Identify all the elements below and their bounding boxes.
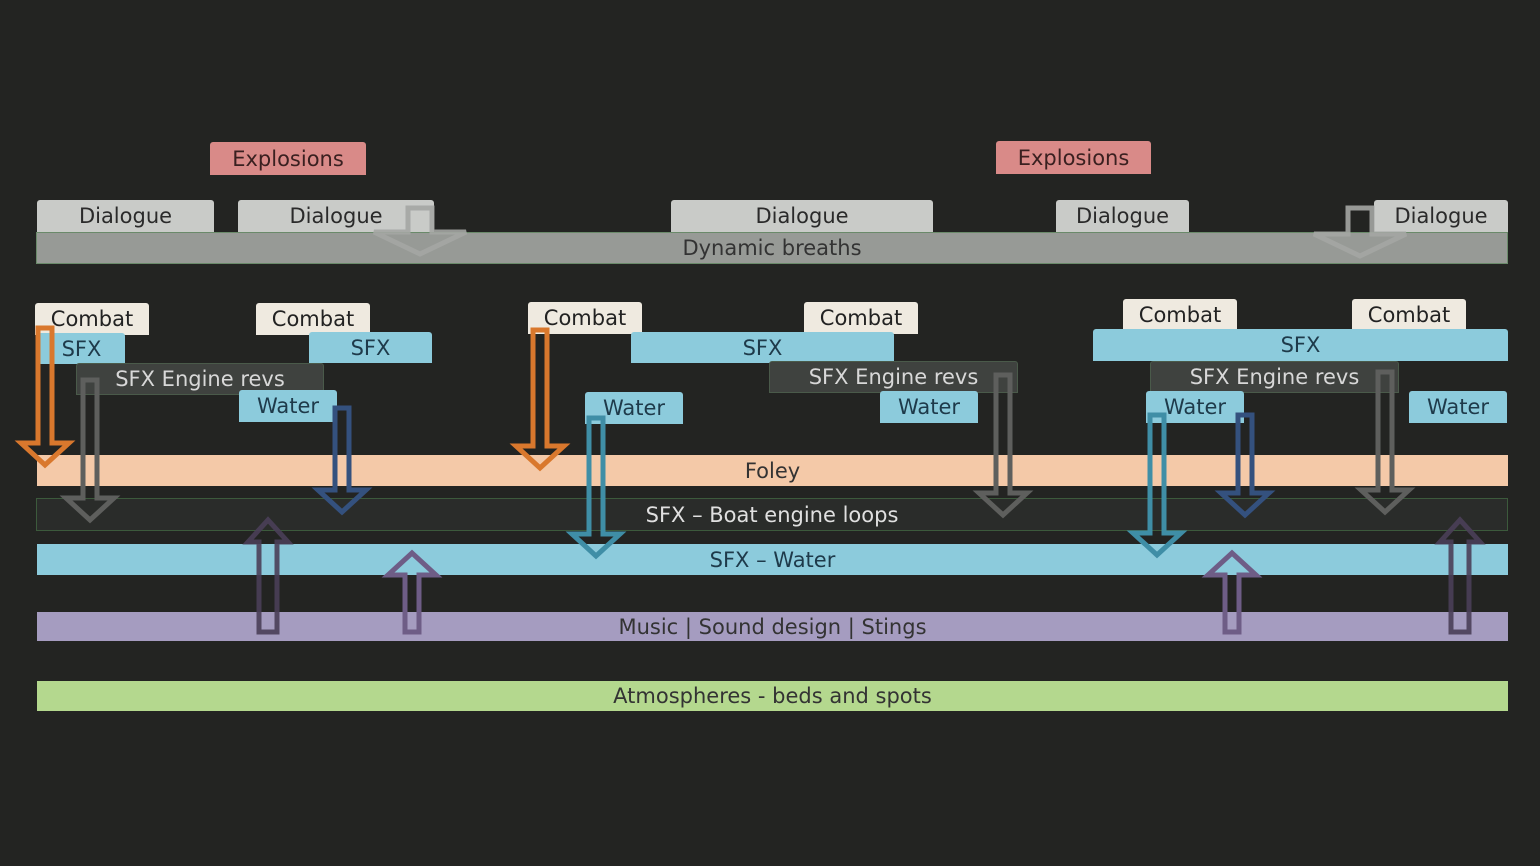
dynamic-breaths-lane: Dynamic breaths [36, 232, 1508, 264]
water-block: Water [1146, 391, 1244, 423]
engine-revs-block: SFX Engine revs [769, 361, 1018, 393]
down-arrow-icon [14, 325, 76, 469]
boat-engine-lane: SFX – Boat engine loops [36, 498, 1508, 531]
up-arrow-icon [242, 516, 294, 635]
combat-block: Combat [1352, 299, 1466, 331]
combat-block: Combat [1123, 299, 1237, 331]
water-block: Water [1409, 391, 1507, 423]
explosions-block: Explosions [996, 141, 1151, 174]
water-block: Water [585, 392, 683, 424]
down-arrow-icon [372, 205, 468, 257]
dialogue-block: Dialogue [671, 200, 933, 232]
water-block: Water [880, 391, 978, 423]
combat-block: Combat [804, 302, 918, 334]
down-arrow-icon [509, 327, 571, 472]
engine-revs-block: SFX Engine revs [1150, 361, 1399, 393]
water-block: Water [239, 390, 337, 422]
explosions-block: Explosions [210, 142, 366, 175]
sfx-block: SFX [309, 332, 432, 363]
engine-revs-block: SFX Engine revs [76, 363, 324, 395]
dialogue-block: Dialogue [238, 200, 434, 232]
down-arrow-icon [565, 415, 627, 560]
foley-lane: Foley [37, 455, 1508, 486]
combat-block: Combat [35, 303, 149, 335]
dialogue-block: Dialogue [37, 200, 214, 232]
down-arrow-icon [1214, 412, 1276, 519]
water-lane: SFX – Water [37, 544, 1508, 575]
up-arrow-icon [381, 549, 443, 635]
down-arrow-icon [1354, 369, 1416, 516]
down-arrow-icon [311, 405, 373, 516]
music-lane: Music | Sound design | Stings [37, 612, 1508, 641]
sfx-block: SFX [1093, 329, 1508, 361]
up-arrow-icon [1201, 549, 1263, 635]
atmospheres-lane: Atmospheres - beds and spots [37, 681, 1508, 711]
sfx-block: SFX [631, 332, 894, 363]
combat-block: Combat [528, 302, 642, 334]
down-arrow-icon [59, 377, 121, 524]
up-arrow-icon [1434, 516, 1486, 635]
dialogue-block: Dialogue [1374, 200, 1508, 232]
down-arrow-icon [972, 372, 1034, 519]
down-arrow-icon [1312, 205, 1408, 259]
dialogue-block: Dialogue [1056, 200, 1189, 232]
down-arrow-icon [1126, 412, 1188, 559]
combat-block: Combat [256, 303, 370, 335]
